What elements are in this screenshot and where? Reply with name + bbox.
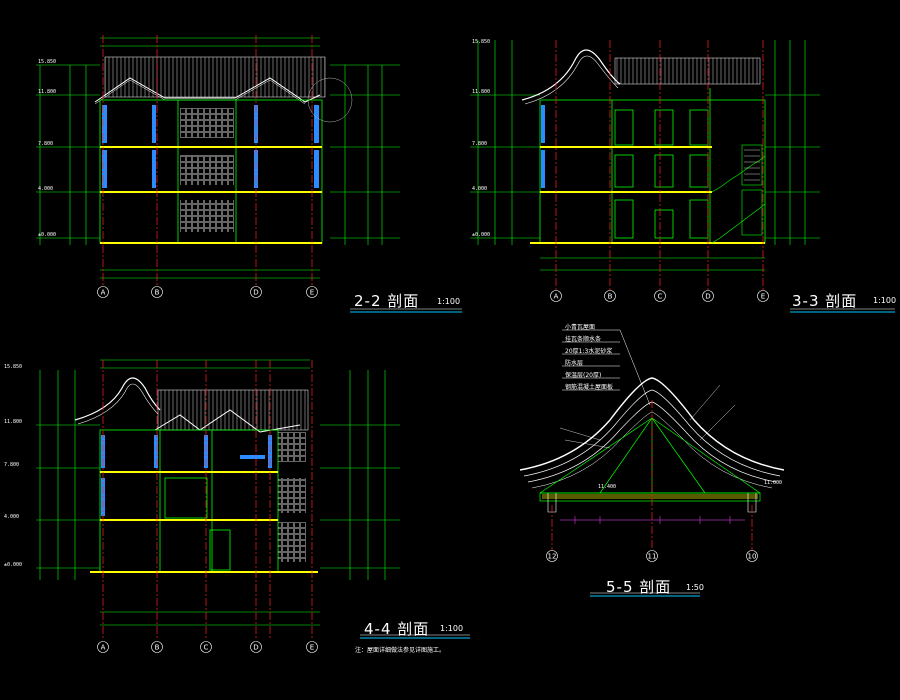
- level-label: 11.800: [38, 89, 56, 95]
- level-label: 15.850: [472, 39, 490, 45]
- level-label: ±0.000: [4, 562, 22, 568]
- layer-label: 挂瓦条顺水条: [565, 336, 602, 343]
- level-label: 7.800: [472, 141, 487, 147]
- section-note-4-4: 注：屋面详细做法参见详图施工。: [355, 647, 446, 654]
- axis-bubble: [757, 290, 769, 302]
- axis-bubbles: A B D E A B C D E A B C D E 12 11 10: [97, 286, 769, 653]
- axis-bubble: [604, 290, 616, 302]
- level-label: 15.850: [4, 364, 22, 370]
- axis-bubble-label: E: [310, 289, 314, 297]
- level-label: 7.800: [4, 462, 19, 468]
- level-label: ±0.000: [38, 232, 56, 238]
- axis-bubble-label: 10: [748, 553, 757, 561]
- axis-bubble-label: A: [554, 293, 559, 301]
- axis-bubble: [306, 286, 318, 298]
- section-5-5-drawing: [519, 329, 785, 550]
- level-label: 15.850: [38, 59, 56, 65]
- axis-bubble: [646, 550, 658, 562]
- level-label: 11.800: [472, 89, 490, 95]
- layer-label: 20厚1:3水泥砂浆: [565, 348, 613, 355]
- axis-bubble: [546, 550, 558, 562]
- layer-label: 小青瓦屋面: [565, 324, 596, 331]
- axis-bubble-label: E: [761, 293, 765, 301]
- axis-bubble-label: 11: [648, 553, 657, 561]
- axis-bubble-label: A: [101, 644, 106, 652]
- section-scale-3-3: 1:100: [873, 296, 897, 305]
- axis-bubble-label: D: [253, 289, 258, 297]
- axis-bubble: [151, 286, 163, 298]
- axis-bubble: [200, 641, 212, 653]
- section-scale-5-5: 1:50: [686, 583, 704, 592]
- layer-label: 防水层: [565, 360, 584, 367]
- level-label: 4.000: [472, 186, 487, 192]
- level-label: 4.000: [4, 514, 19, 520]
- axis-bubble: [306, 641, 318, 653]
- level-label: 7.800: [38, 141, 53, 147]
- axis-bubble-label: E: [310, 644, 314, 652]
- section-2-2-drawing: [36, 35, 400, 285]
- level-label: 4.000: [38, 186, 53, 192]
- axis-bubble-label: 12: [548, 553, 557, 561]
- section-title-4-4: 4-4 剖面: [364, 620, 430, 638]
- level-label: ±0.000: [472, 232, 490, 238]
- section-scale-4-4: 1:100: [440, 624, 464, 633]
- level-label: 11.400: [598, 484, 616, 490]
- level-labels: 15.850 11.800 7.800 4.000 ±0.000 15.850 11.800…: [4, 39, 782, 568]
- axis-bubble: [97, 641, 109, 653]
- axis-bubble: [654, 290, 666, 302]
- level-label: 11.800: [4, 419, 22, 425]
- level-label: 11.000: [764, 480, 782, 486]
- axis-bubble-label: B: [155, 644, 160, 652]
- axis-bubble-label: C: [658, 293, 663, 301]
- axis-bubble-label: D: [705, 293, 710, 301]
- section-scale-2-2: 1:100: [437, 297, 461, 306]
- axis-bubble-label: C: [204, 644, 209, 652]
- axis-bubble-label: B: [608, 293, 613, 301]
- axis-bubble: [97, 286, 109, 298]
- axis-bubble-label: A: [101, 289, 106, 297]
- axis-bubble: [151, 641, 163, 653]
- section-title-3-3: 3-3 剖面: [792, 292, 858, 310]
- axis-bubble: [550, 290, 562, 302]
- section-4-4-drawing: [36, 359, 400, 640]
- axis-bubble-label: D: [253, 644, 258, 652]
- axis-bubble: [746, 550, 758, 562]
- axis-bubble: [250, 286, 262, 298]
- section-3-3-drawing: [470, 40, 820, 290]
- axis-bubble: [702, 290, 714, 302]
- section-title-5-5: 5-5 剖面: [606, 578, 672, 596]
- axis-bubble: [250, 641, 262, 653]
- axis-bubble-label: B: [155, 289, 160, 297]
- section-title-2-2: 2-2 剖面: [354, 292, 420, 310]
- layer-label: 保温层(20厚): [565, 372, 602, 379]
- layer-label: 钢筋混凝土屋面板: [565, 384, 614, 391]
